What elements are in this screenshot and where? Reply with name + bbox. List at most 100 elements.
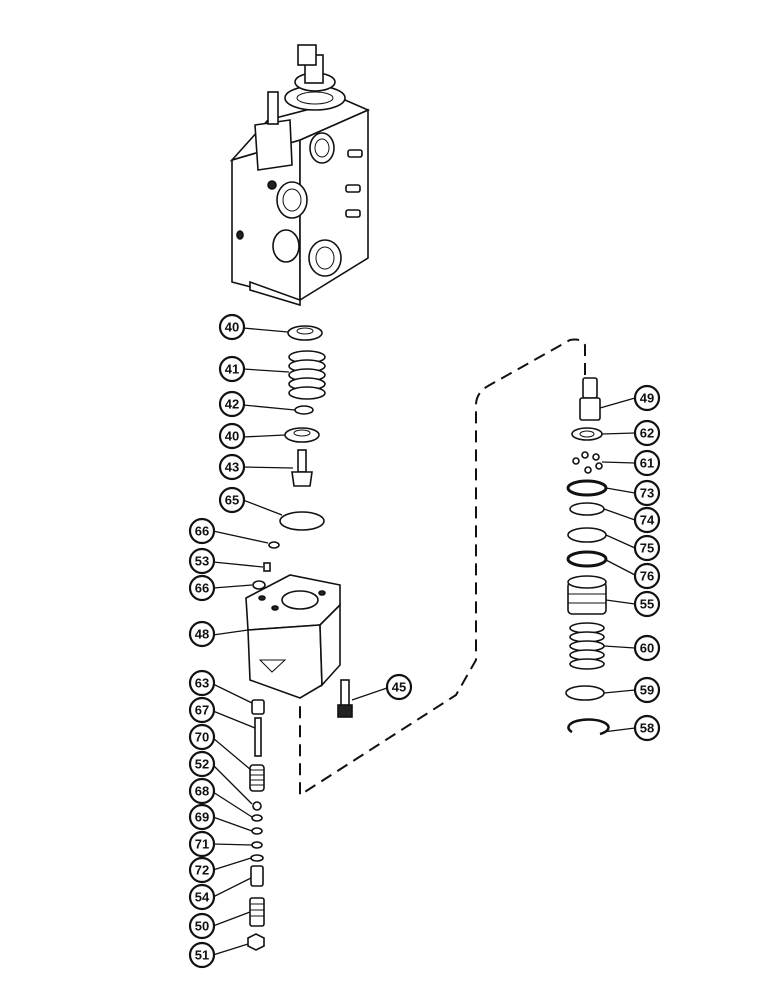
callout-76: 76 <box>633 562 661 590</box>
item-71-backup-ring <box>251 841 263 849</box>
callout-49: 49 <box>633 384 661 412</box>
item-68-seat <box>251 814 263 822</box>
item-73-o-ring <box>566 479 608 497</box>
item-51-nut <box>247 933 265 951</box>
callout-label: 73 <box>640 486 654 501</box>
callout-60: 60 <box>633 634 661 662</box>
callout-72: 72 <box>188 856 216 884</box>
callout-label: 60 <box>640 641 654 656</box>
callout-53: 53 <box>188 547 216 575</box>
item-62-washer <box>571 427 603 441</box>
callout-label: 76 <box>640 569 654 584</box>
callout-40: 40 <box>218 313 246 341</box>
callout-label: 74 <box>640 513 655 528</box>
item-40-spring-seat-lower <box>284 427 320 443</box>
item-58-snap-ring <box>567 718 610 736</box>
callout-label: 42 <box>225 397 239 412</box>
callout-label: 68 <box>195 784 209 799</box>
callout-label: 55 <box>640 597 654 612</box>
callout-58: 58 <box>633 714 661 742</box>
callout-63: 63 <box>188 669 216 697</box>
callout-71: 71 <box>188 830 216 858</box>
item-66-o-ring-small-a <box>268 541 280 549</box>
callout-label: 72 <box>195 863 209 878</box>
item-76-o-ring <box>566 550 608 568</box>
callout-54: 54 <box>188 883 216 911</box>
item-74-backup-ring <box>569 502 605 516</box>
callout-42: 42 <box>218 390 246 418</box>
callout-label: 58 <box>640 721 654 736</box>
callout-label: 40 <box>225 320 239 335</box>
item-60-spring <box>569 622 605 670</box>
callout-41: 41 <box>218 355 246 383</box>
callout-73: 73 <box>633 479 661 507</box>
item-65-o-ring <box>279 511 325 531</box>
callout-43: 43 <box>218 453 246 481</box>
callout-label: 67 <box>195 703 209 718</box>
item-72-o-ring <box>250 854 264 862</box>
item-70-spring <box>249 764 265 792</box>
callout-label: 54 <box>195 890 210 905</box>
callout-74: 74 <box>633 506 661 534</box>
item-55-piston <box>567 575 607 615</box>
callout-65: 65 <box>218 486 246 514</box>
callout-label: 48 <box>195 627 209 642</box>
item-42-washer <box>294 405 314 415</box>
callout-59: 59 <box>633 676 661 704</box>
item-49-valve-plug <box>579 377 601 421</box>
item-63-plug <box>251 699 265 715</box>
item-52-ball <box>252 801 262 811</box>
callout-55: 55 <box>633 590 661 618</box>
callout-69: 69 <box>188 803 216 831</box>
callout-label: 61 <box>640 456 654 471</box>
callout-40: 40 <box>218 422 246 450</box>
item-43-bolt <box>291 449 313 487</box>
item-75-o-ring <box>567 527 607 543</box>
item-66-o-ring-small-b <box>252 580 266 590</box>
valve-section-housing <box>229 44 370 307</box>
callout-label: 62 <box>640 426 654 441</box>
callout-label: 40 <box>225 429 239 444</box>
leader-lines <box>212 327 636 956</box>
item-61-balls <box>572 451 603 474</box>
item-53-pin <box>263 562 271 572</box>
callout-label: 59 <box>640 683 654 698</box>
callout-label: 43 <box>225 460 239 475</box>
item-48-cover-housing <box>245 574 341 699</box>
callout-label: 50 <box>195 919 209 934</box>
assembly-path-dashed-line <box>299 338 586 797</box>
item-41-spring <box>288 350 326 400</box>
callout-label: 49 <box>640 391 654 406</box>
callout-62: 62 <box>633 419 661 447</box>
callout-75: 75 <box>633 534 661 562</box>
item-50-adjusting-screw <box>249 897 265 927</box>
callout-51: 51 <box>188 941 216 969</box>
callout-label: 51 <box>195 948 209 963</box>
callout-label: 52 <box>195 757 209 772</box>
callout-label: 66 <box>195 581 209 596</box>
callout-label: 75 <box>640 541 654 556</box>
callout-45: 45 <box>385 673 413 701</box>
callout-label: 65 <box>225 493 239 508</box>
callout-50: 50 <box>188 912 216 940</box>
callout-label: 71 <box>195 837 209 852</box>
callout-label: 53 <box>195 554 209 569</box>
callout-52: 52 <box>188 750 216 778</box>
item-45-cap-screw <box>337 679 353 718</box>
callout-48: 48 <box>188 620 216 648</box>
callout-66: 66 <box>188 517 216 545</box>
callout-label: 45 <box>392 680 406 695</box>
callout-70: 70 <box>188 723 216 751</box>
callout-61: 61 <box>633 449 661 477</box>
callout-label: 66 <box>195 524 209 539</box>
callout-67: 67 <box>188 696 216 724</box>
item-67-rod <box>254 717 262 757</box>
item-59-disc <box>565 685 605 701</box>
callout-label: 69 <box>195 810 209 825</box>
item-40-spring-seat-upper <box>287 325 323 341</box>
item-69-o-ring <box>251 827 263 835</box>
callout-label: 63 <box>195 676 209 691</box>
callout-68: 68 <box>188 777 216 805</box>
callout-label: 70 <box>195 730 209 745</box>
